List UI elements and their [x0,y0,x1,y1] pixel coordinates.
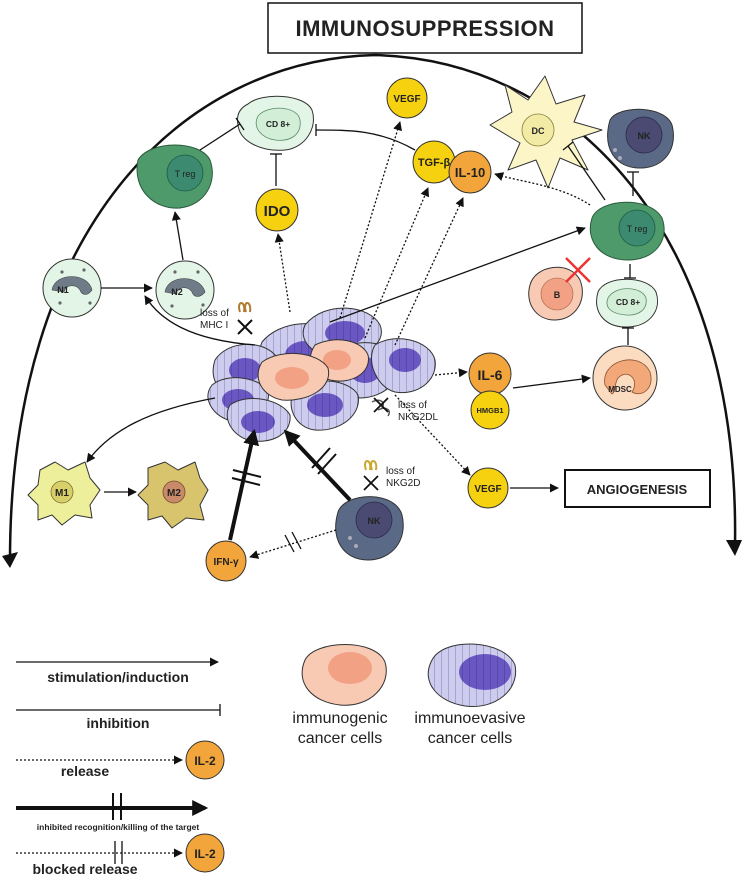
label: CD 8+ [266,119,290,129]
nkg2dl-annotation-line1: loss of [398,400,427,411]
treg-cell-right: T reg [589,201,665,261]
ido-factor: IDO [255,188,299,232]
label: IL-2 [194,847,216,861]
title: IMMUNOSUPPRESSION [295,16,554,41]
nkg2dl-annotation-line2: NKG2DL [398,412,438,423]
label: IDO [264,203,291,220]
vegf-factor-bottom: VEGF [467,467,509,509]
hmgb1-factor: HMGB1 [470,390,510,430]
angiogenesis-label: ANGIOGENESIS [587,482,688,497]
nk-cell-top: NK [607,108,674,169]
label: T reg [175,169,196,179]
legend-immunoevasive-cell [427,643,517,707]
treg-cell-left: T reg [136,144,213,209]
outer-arc-left-head [2,552,18,568]
mhc-annotation-line1: loss of [200,308,229,319]
mhc-annotation-line2: MHC I [200,320,228,331]
nkg2dl-receptor-icon [371,397,390,417]
vegf-factor-top: VEGF [386,77,428,119]
mdsc-cell: MDSC [592,345,658,411]
label: CD 8+ [616,297,640,307]
il6-factor: IL-6 [468,352,512,396]
n2-neutrophil: N2 [155,260,215,320]
m2-macrophage: M2 [137,461,209,529]
n1-neutrophil: N1 [42,258,102,318]
dendritic-cell: DC [489,75,603,189]
label: N2 [171,287,183,297]
m1-macrophage: M1 [27,461,101,526]
legend-immunoevasive-line2: cancer cells [428,730,512,747]
label: N1 [57,285,69,295]
legend-immunogenic-line2: cancer cells [298,730,382,747]
inhibited-recognition-arrows [228,428,352,541]
nkg2d-receptor-icon [363,460,379,491]
stimulation-arrows [86,211,591,497]
label: M1 [55,488,69,499]
mhc-receptor-icon [237,302,253,335]
nkg2d-annotation-line1: loss of [386,466,415,477]
title-box [267,2,583,54]
legend-release-label: release [61,763,109,779]
label: DC [532,126,545,136]
label: T reg [627,224,648,234]
label: HMGB1 [476,406,503,415]
il10-factor: IL-10 [448,150,492,194]
label: IL-6 [478,367,503,383]
blocked-release-arrow [249,529,337,559]
cd8-cell-right: CD 8+ [596,278,658,328]
label: VEGF [474,484,501,495]
nk-cell-bottom: NK [335,496,404,561]
legend-inhibited-recognition-label: inhibited recognition/killing of the tar… [37,822,200,832]
legend: stimulation/induction inhibition IL-2 re… [16,643,526,877]
label: IL-10 [455,165,485,180]
legend-release-token [185,740,225,780]
legend-immunogenic-cell [301,644,387,706]
inhibition-lines [199,117,639,345]
label: MDSC [608,385,632,394]
nkg2d-annotation-line2: NKG2D [386,478,420,489]
label: VEGF [393,94,420,105]
label: IFN-γ [214,557,239,568]
label: B [554,290,561,300]
legend-stimulation-label: stimulation/induction [47,669,189,685]
cancer-cluster [207,307,436,442]
legend-immunogenic-line1: immunogenic [292,710,387,727]
label: TGF-β [418,157,451,169]
b-cell-block-icon [565,257,591,283]
label: NK [368,516,381,526]
release-arrows [274,121,591,476]
angiogenesis-box [564,469,711,508]
label: NK [638,131,651,141]
outer-arc-right-head [726,540,742,556]
legend-blocked-release-label: blocked release [32,861,137,877]
cd8-cell-top: CD 8+ [237,95,314,151]
label: IL-2 [194,754,216,768]
legend-immunoevasive-line1: immunoevasive [414,710,525,727]
label: M2 [167,488,181,499]
legend-blocked-token [185,833,225,873]
legend-inhibition-label: inhibition [87,715,150,731]
tgf-beta-factor: TGF-β [412,140,456,184]
ifn-gamma-factor: IFN-γ [205,540,247,582]
